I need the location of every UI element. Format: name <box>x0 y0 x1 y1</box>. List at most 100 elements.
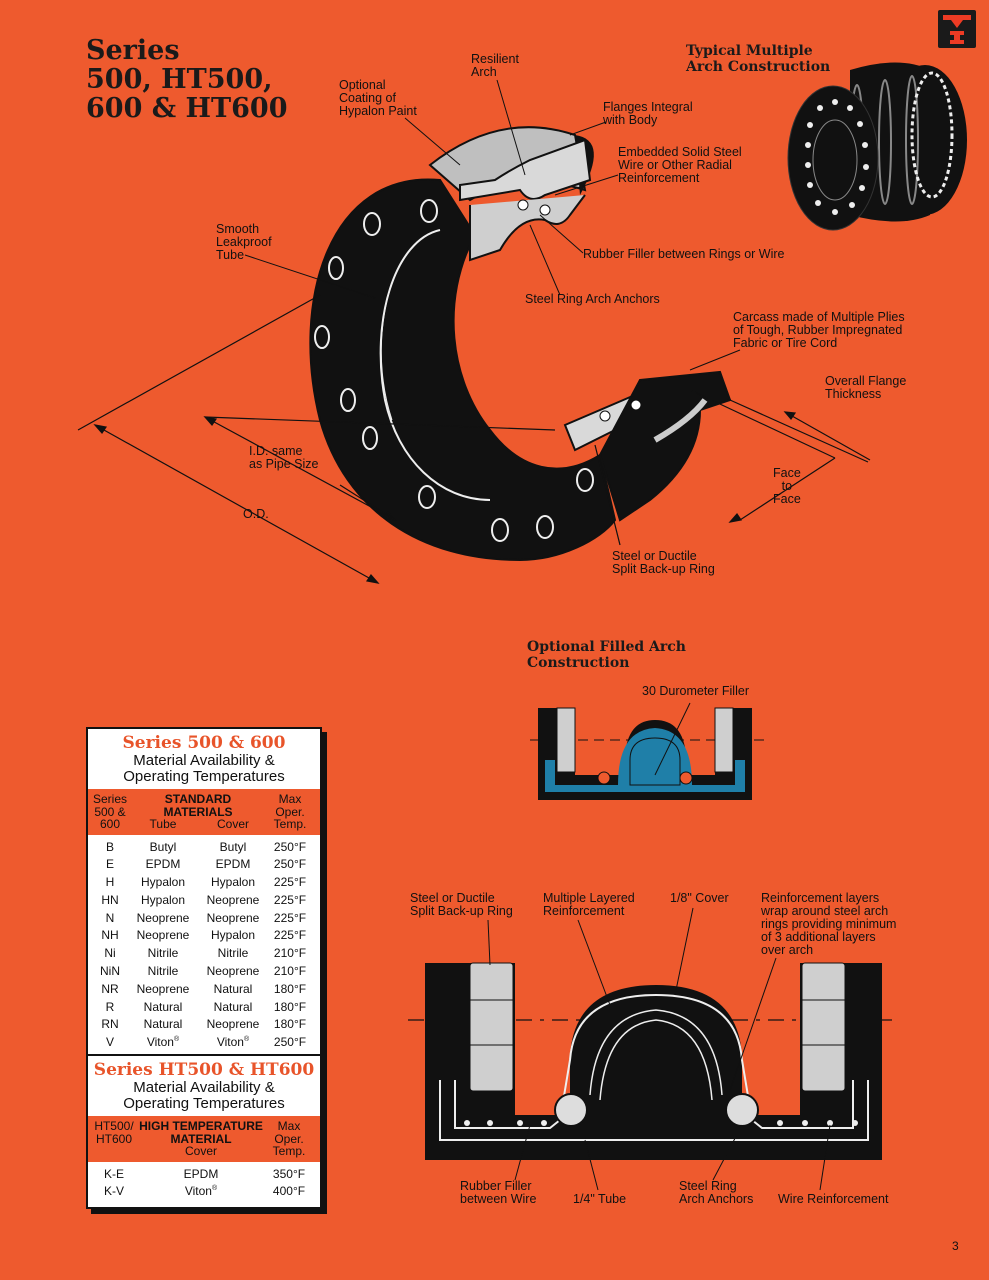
label-cs-backup-ring: Steel or Ductile Split Back-up Ring <box>410 891 513 918</box>
col-materials-sub: Tube Cover <box>128 818 268 831</box>
cell-cover: Hypalon <box>210 875 256 890</box>
table-ht-header: Series HT500 & HT600 Material Availabili… <box>88 1054 320 1116</box>
table-standard-header: Series 500 & 600 Material Availability &… <box>88 729 320 789</box>
cell-cover: Butyl <box>219 839 247 854</box>
table-row: NiN Nitrile Neoprene 210°F <box>88 963 320 981</box>
cell-temp: 180°F <box>273 981 307 996</box>
cell-series: HN <box>101 892 119 907</box>
cell-cover: Neoprene <box>206 892 260 907</box>
label-steel-ring-anchors: Steel Ring Arch Anchors <box>525 292 660 306</box>
label-cs-cover: 1/8" Cover <box>670 891 729 905</box>
label-cs-reinforcement: Reinforcement layers wrap around steel a… <box>761 891 897 957</box>
page-title: Series 500, HT500, 600 & HT600 <box>86 36 288 123</box>
label-cs-tube: 1/4" Tube <box>573 1192 627 1206</box>
cell-series: B <box>105 839 114 854</box>
label-resilient-arch: Resilient Arch <box>471 52 519 79</box>
label-face-to-face: Face to Face <box>773 466 801 506</box>
cell-cover: Natural <box>213 999 253 1014</box>
cell-tube: Butyl <box>149 839 177 854</box>
cell-temp: 180°F <box>273 1017 307 1032</box>
cell-cover: Viton <box>184 1184 212 1199</box>
registered-mark: ® <box>243 1036 250 1044</box>
cell-temp: 250°F <box>273 857 307 872</box>
label-embedded-wire: Embedded Solid Steel Wire or Other Radia… <box>618 145 742 185</box>
cell-temp: 250°F <box>273 1035 307 1050</box>
col-ht-material-group: HIGH TEMPERATURE MATERIAL Cover <box>136 1120 266 1158</box>
label-cs-layered: Multiple Layered Reinforcement <box>543 891 635 918</box>
table-row: K-V Viton® 400°F <box>88 1183 320 1201</box>
title-line-3: 600 & HT600 <box>86 93 288 124</box>
title-line-1: Series <box>86 35 180 66</box>
cell-temp: 225°F <box>273 892 307 907</box>
cell-tube: Hypalon <box>140 892 186 907</box>
cell-tube: Natural <box>143 999 183 1014</box>
cell-tube: Natural <box>143 1017 183 1032</box>
col-cover: Cover <box>216 817 249 831</box>
page-number: 3 <box>952 1239 959 1253</box>
logo-mark-icon <box>943 15 971 44</box>
cell-cover: Hypalon <box>210 928 256 943</box>
table-row: RN Natural Neoprene 180°F <box>88 1016 320 1034</box>
cell-temp: 225°F <box>273 928 307 943</box>
cell-temp: 210°F <box>273 946 307 961</box>
table-standard-subtitle: Material Availability & Operating Temper… <box>123 752 285 785</box>
cell-tube: Viton <box>146 1035 174 1050</box>
cell-tube: Neoprene <box>136 928 190 943</box>
cell-cover-wrap: Viton® <box>136 1183 266 1201</box>
cell-cover: Neoprene <box>206 1017 260 1032</box>
cell-cover: Viton <box>216 1035 244 1050</box>
table-standard-title: Series 500 & 600 <box>122 733 286 753</box>
cell-temp: 210°F <box>273 964 307 979</box>
table-row: HN Hypalon Neoprene 225°F <box>88 892 320 910</box>
cell-series: NiN <box>100 964 120 979</box>
arch-cross-section-diagram <box>408 907 900 1191</box>
cell-series: NH <box>101 928 119 943</box>
label-cs-ring-anchors: Steel Ring Arch Anchors <box>679 1179 754 1206</box>
multiple-arch-title: Typical Multiple Arch Construction <box>686 43 831 75</box>
cell-series: Ni <box>104 946 116 961</box>
label-od: O.D. <box>243 507 269 521</box>
cell-tube: Nitrile <box>147 946 179 961</box>
material-table: Series 500 & 600 Material Availability &… <box>86 727 322 1210</box>
title-line-2: 500, HT500, <box>86 64 273 95</box>
label-backup-ring: Steel or Ductile Split Back-up Ring <box>612 549 715 576</box>
col-ht-cover: Cover <box>184 1144 217 1159</box>
cell-tube: Neoprene <box>136 910 190 925</box>
label-cs-rubber-filler: Rubber Filler between Wire <box>460 1179 537 1206</box>
cell-temp: 400°F <box>272 1184 306 1199</box>
cell-temp: 350°F <box>272 1166 306 1181</box>
cell-series: H <box>105 875 115 890</box>
col-ht-series: HT500/ HT600 <box>94 1119 134 1146</box>
cell-tube: EPDM <box>145 857 181 872</box>
table-ht-column-headers: HT500/ HT600 HIGH TEMPERATURE MATERIAL C… <box>88 1116 320 1162</box>
col-tube: Tube <box>149 817 177 831</box>
label-carcass: Carcass made of Multiple Plies of Tough,… <box>733 310 905 350</box>
table-standard-column-headers: Series 500 & 600 STANDARD MATERIALS Tube… <box>88 789 320 835</box>
cell-series: E <box>105 857 114 872</box>
cell-tube: Nitrile <box>147 964 179 979</box>
label-id-same: I.D. same as Pipe Size <box>249 444 319 471</box>
label-overall-flange: Overall Flange Thickness <box>825 374 907 401</box>
cell-series: NR <box>101 981 119 996</box>
cell-series: K-V <box>103 1184 124 1199</box>
cell-cover: Neoprene <box>206 964 260 979</box>
label-optional-coating: Optional Coating of Hypalon Paint <box>339 78 417 118</box>
col-series: Series 500 & 600 <box>92 792 127 831</box>
col-materials-group: STANDARD MATERIALS Tube Cover <box>128 793 268 831</box>
label-cs-wire: Wire Reinforcement <box>778 1192 889 1206</box>
cell-temp: 225°F <box>273 910 307 925</box>
cell-series: V <box>105 1035 114 1050</box>
logo <box>938 10 976 48</box>
cell-series: RN <box>101 1017 119 1032</box>
cell-temp: 180°F <box>273 999 307 1014</box>
cell-series: K-E <box>103 1166 124 1181</box>
